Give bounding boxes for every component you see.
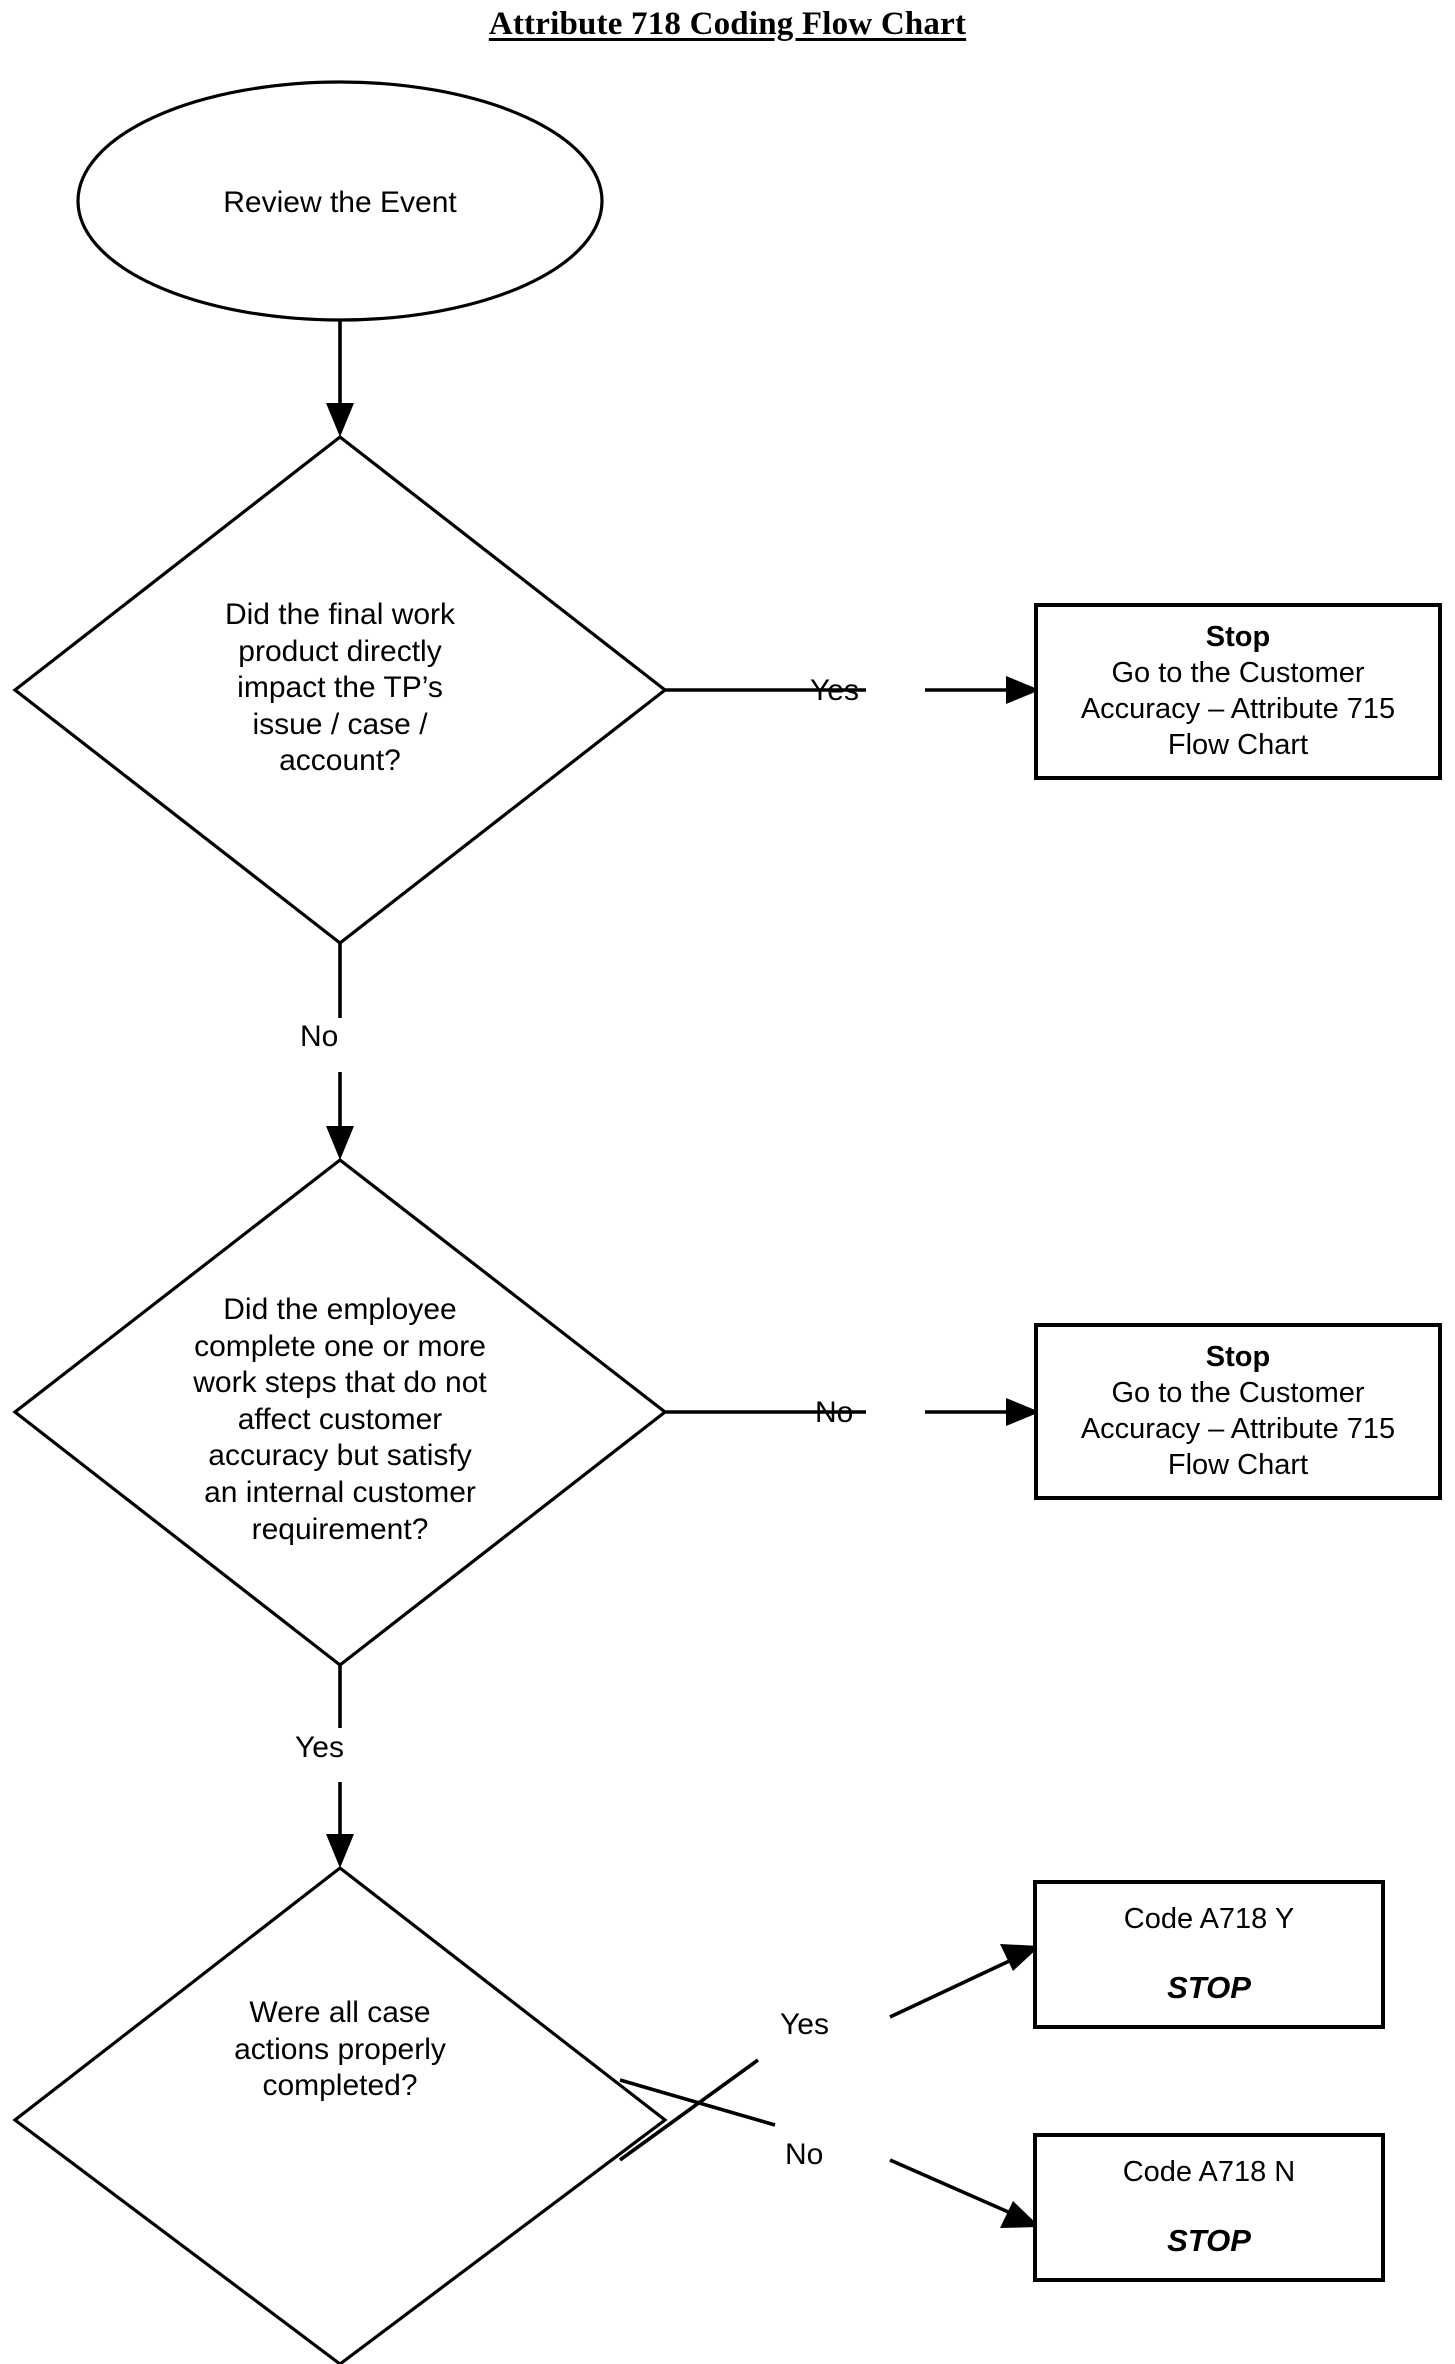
arrowhead-start-to-decision1 [326, 403, 354, 437]
decision2-no-edge-label: No [815, 1396, 854, 1429]
arrowhead-decision1-to-stop1 [1006, 676, 1040, 704]
decision2-label: Did the employee complete one or more wo… [193, 1293, 487, 1546]
page-title: Attribute 718 Coding Flow Chart [488, 6, 967, 42]
decision3-label: Were all case actions properly completed… [234, 1996, 446, 2103]
connector-decision3-yes-stub [618, 2058, 760, 2162]
code-box-no-code: Code A718 N [1122, 2156, 1296, 2188]
decision1-no-edge-label: No [300, 1020, 339, 1053]
arrowhead-decision1-to-decision2 [326, 1126, 354, 1160]
decision3-diamond-shape[interactable] [12, 1865, 668, 2364]
code-box-yes-shape[interactable] [1033, 1880, 1385, 2029]
decision3-yes-edge-label: Yes [780, 2008, 829, 2041]
decision2-yes-edge-label: Yes [295, 1731, 344, 1764]
connector-decision3-no-stub [619, 2078, 776, 2127]
stop-box-2-heading: Stop [1205, 1341, 1271, 1373]
code-box-no-shape[interactable] [1033, 2133, 1385, 2282]
code-box-no-stop: STOP [1167, 2223, 1251, 2258]
connector-decision3-to-codeY [889, 1953, 1023, 2019]
start-oval-label: Review the Event [223, 186, 457, 219]
decision1-label: Did the final work product directly impa… [224, 598, 456, 778]
decision1-yes-edge-label: Yes [810, 674, 859, 707]
arrowhead-decision3-to-codeN [1000, 2201, 1040, 2228]
arrowhead-decision2-to-stop2 [1006, 1398, 1040, 1426]
code-box-yes-code: Code A718 Y [1123, 1903, 1295, 1935]
stop-box-1-heading: Stop [1205, 621, 1271, 653]
arrowhead-decision2-to-decision3 [326, 1834, 354, 1868]
stop-box-2-shape[interactable] [1034, 1323, 1442, 1500]
connector-decision3-to-codeN [889, 2158, 1023, 2220]
arrowhead-decision3-to-codeY [1000, 1944, 1040, 1971]
stop-box-2-body: Go to the Customer Accuracy – Attribute … [1080, 1377, 1396, 1481]
stop-box-1-shape[interactable] [1034, 603, 1442, 780]
code-box-yes-stop: STOP [1167, 1970, 1251, 2005]
decision3-no-edge-label: No [785, 2138, 824, 2171]
stop-box-1-body: Go to the Customer Accuracy – Attribute … [1080, 657, 1396, 761]
